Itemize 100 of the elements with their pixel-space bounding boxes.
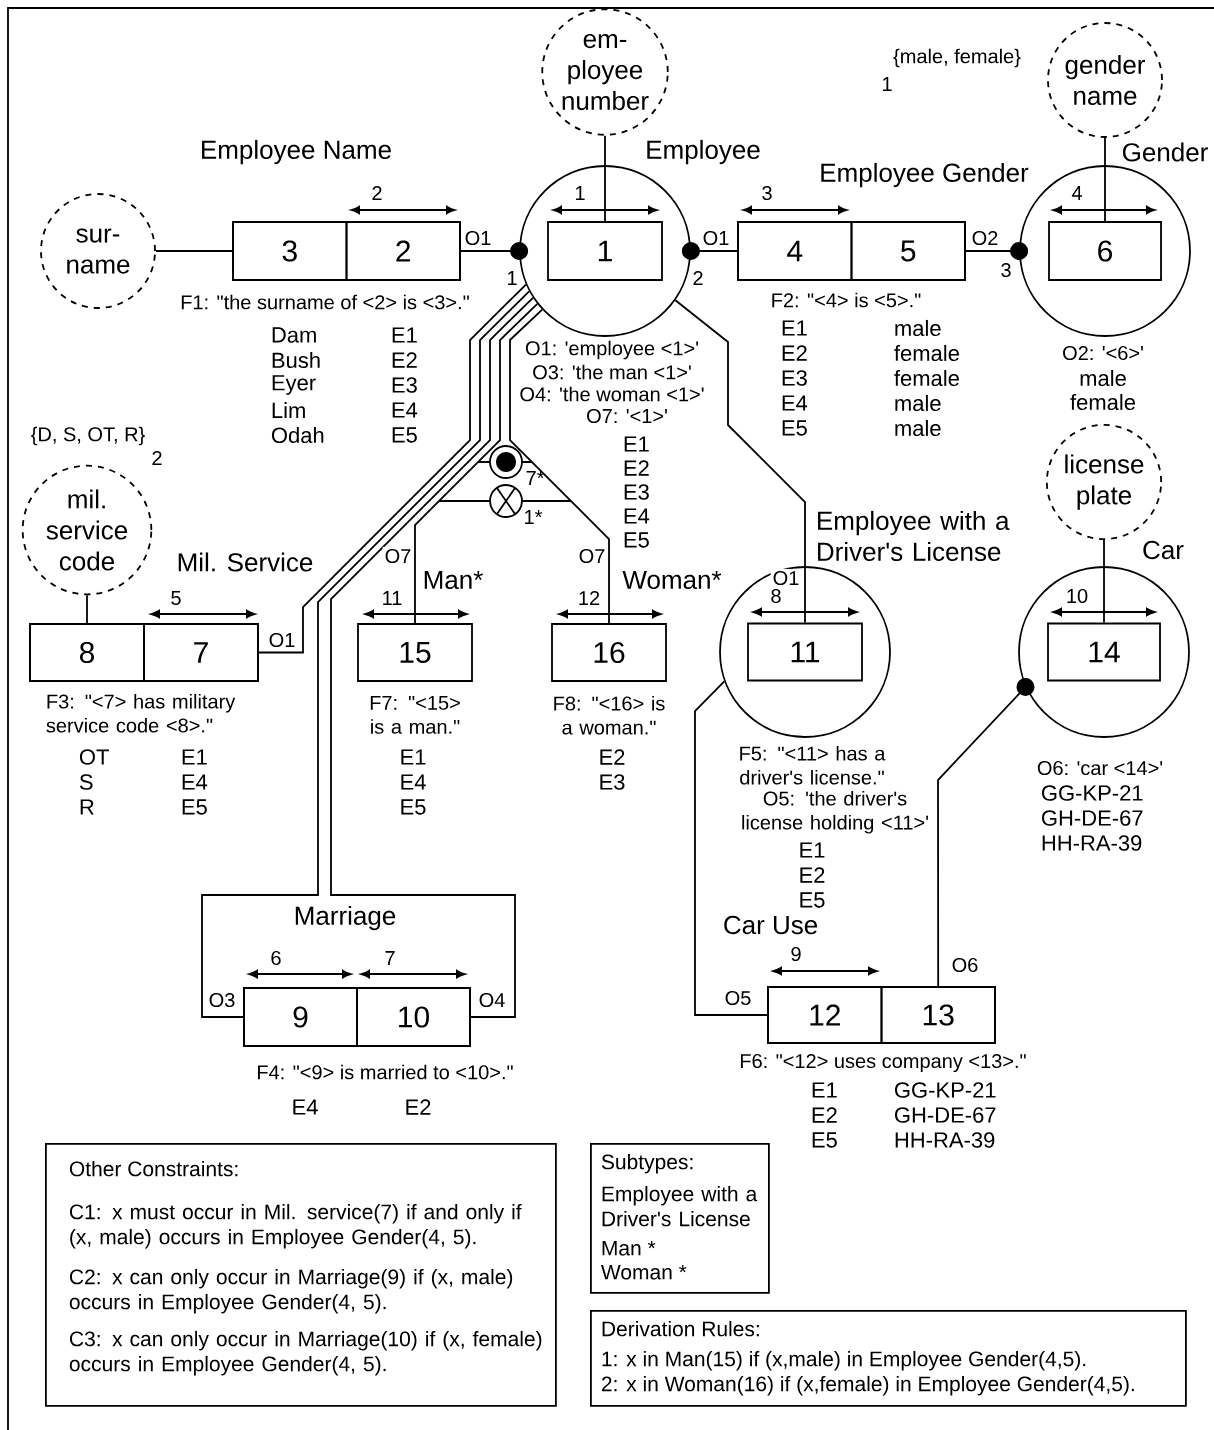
subtype-name: Man*: [424, 570, 483, 590]
population-value: Bush: [272, 351, 320, 369]
population-value: E2: [782, 345, 807, 361]
population-value: male: [895, 319, 941, 337]
role-box: 12: [767, 986, 883, 1044]
population-value: E5: [782, 420, 807, 436]
connector-line: [330, 296, 534, 1018]
role-box: 3: [232, 221, 348, 281]
population-value: Lim: [272, 402, 305, 418]
constraint-number: 1: [508, 271, 517, 285]
reference-mode-text: O4: 'the woman <1>': [520, 386, 704, 402]
role-box: 10: [356, 987, 471, 1047]
role-label: O3: [206, 990, 238, 1010]
population-value: E1: [800, 842, 825, 858]
constraint-number: 9: [791, 946, 801, 962]
population-value: E4: [401, 774, 426, 790]
constraint-number: 1: [576, 186, 585, 200]
population-value: Dam: [272, 327, 316, 343]
footnote-number: 1: [883, 77, 892, 91]
mandatory-role-line: [964, 242, 1029, 260]
connector-line: [201, 290, 531, 1018]
population-value: Odah: [271, 426, 324, 444]
role-label: O1: [700, 228, 732, 248]
constraint-number: 4: [1071, 186, 1082, 200]
subtype-name: Woman*: [622, 570, 722, 590]
entity-name: Employee: [647, 139, 760, 165]
notes-panel: Derivation Rules: 1: x in Man(15) if (x,male) in Employee Gender(4,5). 2: x in Woman(16) if (x,female) in Employee Gender(4,5).: [590, 1310, 1187, 1407]
population-value: GH-DE-67: [1042, 810, 1143, 826]
population-value: E2: [800, 867, 825, 883]
population-value: HH-RA-39: [1042, 835, 1142, 851]
role-box: 16: [551, 623, 667, 682]
value-constraint: {D, S, OT, R}: [31, 426, 145, 446]
population-value: S: [79, 774, 93, 790]
fact-text: F8: "<16> is a woman.": [554, 695, 665, 735]
constraint-number: 6: [271, 950, 281, 966]
fact-text: F7: "<15> is a man.": [370, 695, 460, 734]
mandatory-role-line: [681, 242, 739, 260]
population-value: GG-KP-21: [895, 1082, 996, 1098]
population-value: HH-RA-39: [895, 1132, 995, 1148]
population-value: E4: [182, 774, 208, 790]
role-label: O1: [266, 630, 298, 650]
reference-mode-text: O5: 'the driver's license holding <11>': [742, 790, 928, 834]
reference-mode-text: O2: '<6>': [1063, 345, 1143, 361]
population-value: E5: [812, 1132, 837, 1148]
population-value: E4: [293, 1099, 318, 1115]
fact-text: F1: "the surname of <2> is <3>.": [181, 294, 469, 310]
population-value: R: [80, 799, 94, 815]
population-value: GH-DE-67: [895, 1107, 996, 1123]
population-value: E5: [392, 427, 417, 443]
fact-type-name: Marriage: [295, 905, 396, 931]
population-value: E5: [401, 799, 426, 815]
constraint-number: 5: [171, 591, 181, 605]
role-label: O5: [722, 988, 754, 1008]
role-box: 6: [1048, 221, 1162, 281]
connector-line: [1104, 137, 1106, 222]
fact-type-name: Employee Gender: [821, 162, 1029, 188]
population-value: E5: [624, 532, 649, 548]
fact-text: F6: "<12> uses company <13>.": [740, 1053, 1026, 1073]
population-value: E5: [182, 799, 207, 815]
population-value: E3: [782, 370, 807, 386]
role-box: 11: [747, 622, 863, 682]
population-value: female: [894, 344, 959, 362]
role-box: 13: [880, 986, 996, 1044]
population-value: E3: [600, 774, 625, 790]
connector-line: [86, 594, 88, 624]
role-label: O7: [576, 546, 608, 566]
population-value: GG-KP-21: [1042, 785, 1143, 801]
connector-line: [674, 299, 806, 624]
role-label: O1: [462, 228, 494, 248]
connector-line: [694, 680, 769, 1016]
constraint-number: 1*: [525, 510, 543, 524]
connector-line: [258, 283, 527, 654]
population-value: E1: [401, 749, 426, 765]
role-label: O7: [382, 546, 414, 566]
mandatory-role-line: [459, 242, 529, 260]
constraint-number: 8: [771, 588, 781, 604]
fact-text: F4: "<9> is married to <10>.": [258, 1064, 513, 1080]
fact-text: F3: "<7> has military service code <8>.": [46, 693, 236, 733]
entity-name: Car: [1143, 540, 1184, 560]
constraint-number: 2: [372, 186, 382, 200]
population-value: male: [895, 419, 941, 437]
population-value: E2: [392, 352, 417, 368]
fact-type-name: Car Use: [724, 915, 818, 935]
population-value: E2: [406, 1099, 431, 1115]
mandatory-role-line: [937, 677, 1035, 987]
role-label: O1: [770, 568, 802, 588]
population-value: E5: [800, 892, 825, 908]
population-value: female: [894, 369, 959, 387]
notes-panel: Other Constraints: C1: x must occur in Mil. service(7) if and only if (x, male) occurs in Employee Gender(4, 5). C2: x can only occur in Marriage(9) if (x, male) occurs in Employee Gender(4, 5). C3: x can only occur in Marriage(10) if (x, female) occurs in Employee Gender(4, 5).: [45, 1143, 557, 1407]
connector-line: [604, 134, 606, 222]
role-box: 4: [737, 221, 853, 281]
population-value: E2: [624, 460, 649, 476]
role-box: 2: [345, 221, 461, 281]
role-label: O2: [969, 228, 1001, 248]
role-box: 15: [357, 623, 473, 682]
reference-mode-text: O6: 'car <14>': [1037, 760, 1163, 776]
reference-mode-text: O3: 'the man <1>': [533, 364, 691, 380]
population-value: E2: [600, 749, 625, 765]
population-value: E1: [182, 749, 207, 765]
population-value: E3: [624, 484, 649, 500]
